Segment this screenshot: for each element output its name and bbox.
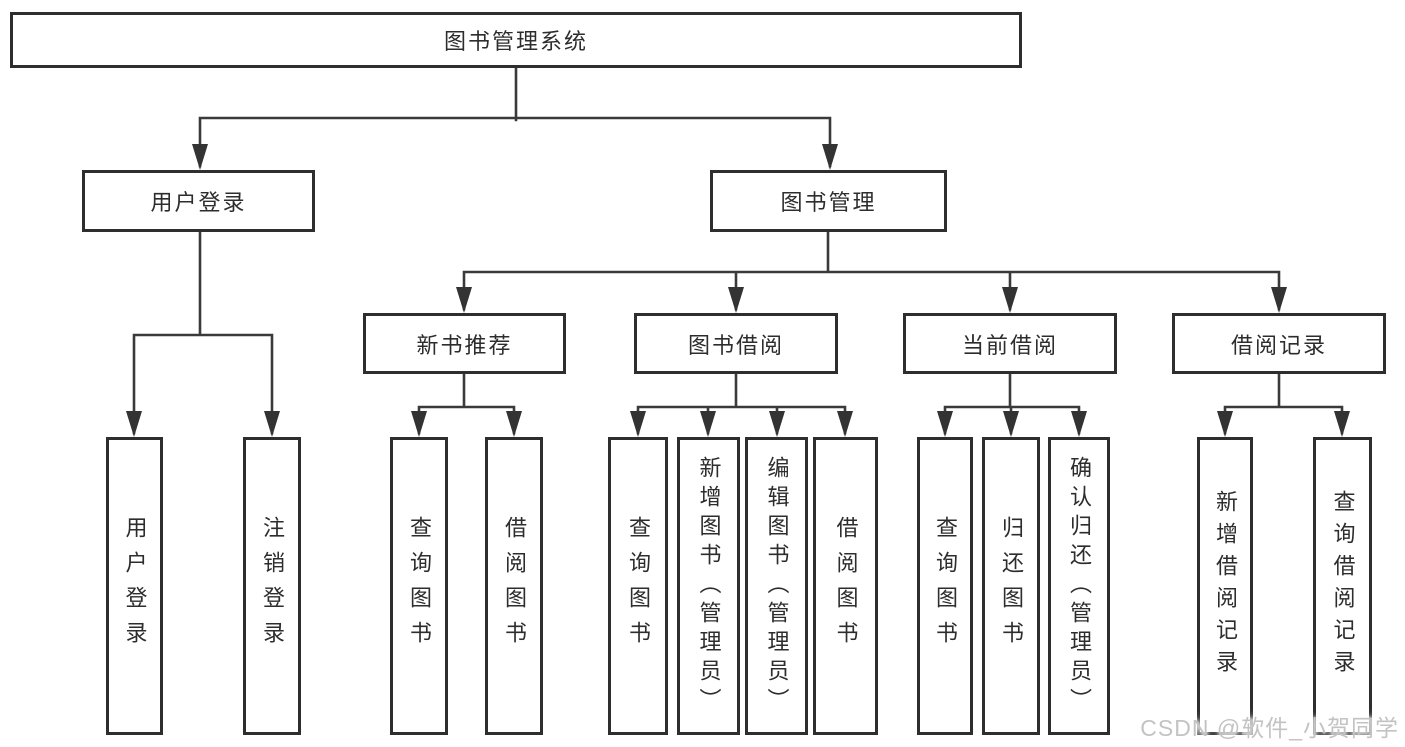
leaf-user-login: 用户登录: [106, 437, 163, 735]
node-current-borrow-label: 当前借阅: [961, 332, 1058, 358]
leaf-query-borrow-record-label: 查询借阅记录: [1330, 490, 1356, 682]
leaf-query-book-3-label: 查询图书: [933, 516, 958, 656]
node-root-label: 图书管理系统: [443, 29, 588, 54]
node-book-management-label: 图书管理: [780, 190, 877, 215]
leaf-logout: 注销登录: [243, 437, 301, 735]
leaf-user-login-label: 用户登录: [122, 516, 148, 656]
leaf-query-book-3: 查询图书: [917, 437, 973, 735]
csdn-watermark: CSDN @软件_小贺同学: [1140, 715, 1399, 741]
node-new-book-recommend-label: 新书推荐: [416, 332, 513, 358]
leaf-query-borrow-record: 查询借阅记录: [1313, 437, 1372, 735]
node-new-book-recommend: 新书推荐: [363, 313, 566, 374]
connector-lines: [132, 66, 1344, 435]
leaf-confirm-return-admin-label: 确认归还（管理员）: [1067, 455, 1092, 717]
node-borrow-records: 借阅记录: [1172, 313, 1386, 374]
leaf-borrow-book-1: 借阅图书: [485, 437, 543, 735]
leaf-query-book-2-label: 查询图书: [626, 516, 651, 656]
leaf-add-book-admin: 新增图书（管理员）: [677, 437, 740, 735]
leaf-edit-book-admin-label: 编辑图书（管理员）: [764, 455, 790, 717]
leaf-query-book-1-label: 查询图书: [407, 516, 432, 656]
leaf-add-borrow-record: 新增借阅记录: [1197, 437, 1253, 735]
leaf-edit-book-admin: 编辑图书（管理员）: [745, 437, 808, 735]
leaf-return-book-label: 归还图书: [999, 516, 1024, 656]
leaf-confirm-return-admin: 确认归还（管理员）: [1048, 437, 1110, 735]
leaf-borrow-book-2-label: 借阅图书: [833, 516, 859, 656]
node-book-borrow-label: 图书借阅: [687, 332, 784, 358]
node-book-management: 图书管理: [710, 170, 947, 232]
node-book-borrow: 图书借阅: [634, 313, 838, 374]
node-borrow-records-label: 借阅记录: [1230, 332, 1327, 358]
leaf-query-book-1: 查询图书: [390, 437, 448, 735]
leaf-borrow-book-2: 借阅图书: [813, 437, 878, 735]
node-root: 图书管理系统: [10, 12, 1022, 68]
leaf-add-borrow-record-label: 新增借阅记录: [1213, 490, 1238, 682]
node-user-login-label: 用户登录: [150, 190, 247, 215]
node-current-borrow: 当前借阅: [903, 313, 1117, 374]
node-user-login: 用户登录: [82, 170, 315, 232]
leaf-add-book-admin-label: 新增图书（管理员）: [696, 455, 722, 717]
leaf-return-book: 归还图书: [982, 437, 1040, 735]
leaf-query-book-2: 查询图书: [608, 437, 668, 735]
leaf-logout-label: 注销登录: [260, 516, 285, 656]
leaf-borrow-book-1-label: 借阅图书: [502, 516, 527, 656]
